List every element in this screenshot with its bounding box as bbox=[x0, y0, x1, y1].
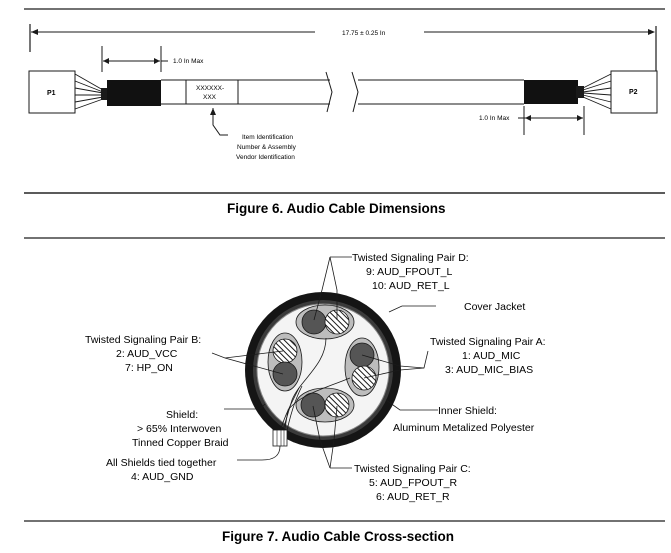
leader-lines bbox=[211, 256, 438, 469]
ground-title: All Shields tied together bbox=[106, 457, 217, 469]
label-pair-c: Twisted Signaling Pair C: 5: AUD_FPOUT_R… bbox=[354, 463, 471, 503]
ground-pin-4: 4: AUD_GND bbox=[131, 471, 194, 483]
connector-p1-label: P1 bbox=[47, 90, 56, 97]
pair-a-pin-3: 3: AUD_MIC_BIAS bbox=[445, 364, 533, 376]
label-cover-jacket: Cover Jacket bbox=[464, 301, 525, 313]
callout-line2: Number & Assembly bbox=[237, 144, 297, 151]
pair-a bbox=[344, 337, 380, 397]
pair-b-title: Twisted Signaling Pair B: bbox=[85, 334, 201, 346]
pair-b-pin-2: 2: AUD_VCC bbox=[116, 348, 178, 360]
connector-p1 bbox=[28, 70, 76, 114]
id-label-line1: XXXXXX- bbox=[196, 85, 224, 92]
pair-c-conductor-hatched bbox=[324, 392, 350, 418]
label-pair-a: Twisted Signaling Pair A: 1: AUD_MIC 3: … bbox=[430, 336, 546, 376]
pair-d-title: Twisted Signaling Pair D: bbox=[352, 252, 469, 264]
boot-right-dim-label: 1.0 In Max bbox=[479, 115, 510, 122]
boot-right bbox=[524, 80, 578, 104]
boot-right-dimension: 1.0 In Max bbox=[479, 106, 585, 135]
pair-b-conductor-hatched bbox=[272, 338, 298, 364]
pair-d-pin-9: 9: AUD_FPOUT_L bbox=[366, 266, 453, 278]
callout-line1: Item Identification bbox=[242, 134, 293, 141]
pair-c-pin-5: 5: AUD_FPOUT_R bbox=[369, 477, 458, 489]
figure-7-caption: Figure 7. Audio Cable Cross-section bbox=[222, 529, 454, 544]
pair-b-conductor-solid bbox=[272, 361, 298, 387]
label-pair-b: Twisted Signaling Pair B: 2: AUD_VCC 7: … bbox=[85, 334, 201, 374]
pair-c-title: Twisted Signaling Pair C: bbox=[354, 463, 471, 475]
pair-b bbox=[267, 332, 303, 392]
inner-shield-material: Aluminum Metalized Polyester bbox=[393, 422, 535, 434]
pair-a-title: Twisted Signaling Pair A: bbox=[430, 336, 546, 348]
inner-shield-title: Inner Shield: bbox=[438, 405, 497, 417]
boot-left-dimension: 1.0 In Max bbox=[101, 46, 204, 72]
shield-material: Tinned Copper Braid bbox=[132, 437, 229, 449]
id-callout: Item Identification Number & Assembly Ve… bbox=[210, 108, 297, 161]
overall-length-label: 17.75 ± 0.25 In bbox=[342, 30, 386, 37]
pair-a-pin-1: 1: AUD_MIC bbox=[462, 350, 521, 362]
ground-lead-bundle bbox=[272, 429, 288, 447]
overall-length-dimension: 17.75 ± 0.25 In bbox=[29, 24, 657, 72]
label-shield: Shield: > 65% Interwoven Tinned Copper B… bbox=[132, 409, 229, 449]
cable-break-right bbox=[351, 71, 359, 113]
pair-b-pin-7: 7: HP_ON bbox=[125, 362, 173, 374]
id-label-box bbox=[185, 79, 239, 105]
boot-left bbox=[107, 80, 161, 106]
cable-break-left bbox=[325, 71, 333, 113]
p2-wires bbox=[582, 73, 612, 110]
label-ground: All Shields tied together 4: AUD_GND bbox=[106, 457, 217, 483]
label-inner-shield: Inner Shield: Aluminum Metalized Polyest… bbox=[393, 405, 535, 434]
boot-left-dim-label: 1.0 In Max bbox=[173, 58, 204, 65]
id-label-line2: XXX bbox=[203, 94, 217, 101]
figure-7: Twisted Signaling Pair D: 9: AUD_FPOUT_L… bbox=[24, 252, 665, 544]
connector-p2-label: P2 bbox=[629, 89, 638, 96]
shield-title: Shield: bbox=[166, 409, 198, 421]
cable-cross-section bbox=[245, 292, 401, 448]
p1-wires bbox=[74, 73, 104, 110]
pair-d-conductor-solid bbox=[301, 309, 327, 335]
pair-c-pin-6: 6: AUD_RET_R bbox=[376, 491, 450, 503]
pair-c bbox=[295, 387, 355, 423]
figure-6-caption: Figure 6. Audio Cable Dimensions bbox=[227, 201, 446, 216]
figure-6: 17.75 ± 0.25 In P1 1.0 In Max bbox=[24, 8, 665, 216]
label-pair-d: Twisted Signaling Pair D: 9: AUD_FPOUT_L… bbox=[352, 252, 469, 292]
shield-coverage: > 65% Interwoven bbox=[137, 423, 222, 435]
callout-line3: Vendor Identification bbox=[236, 154, 295, 161]
pair-d-pin-10: 10: AUD_RET_L bbox=[372, 280, 450, 292]
connector-p2 bbox=[610, 70, 658, 114]
pair-d bbox=[295, 304, 355, 340]
